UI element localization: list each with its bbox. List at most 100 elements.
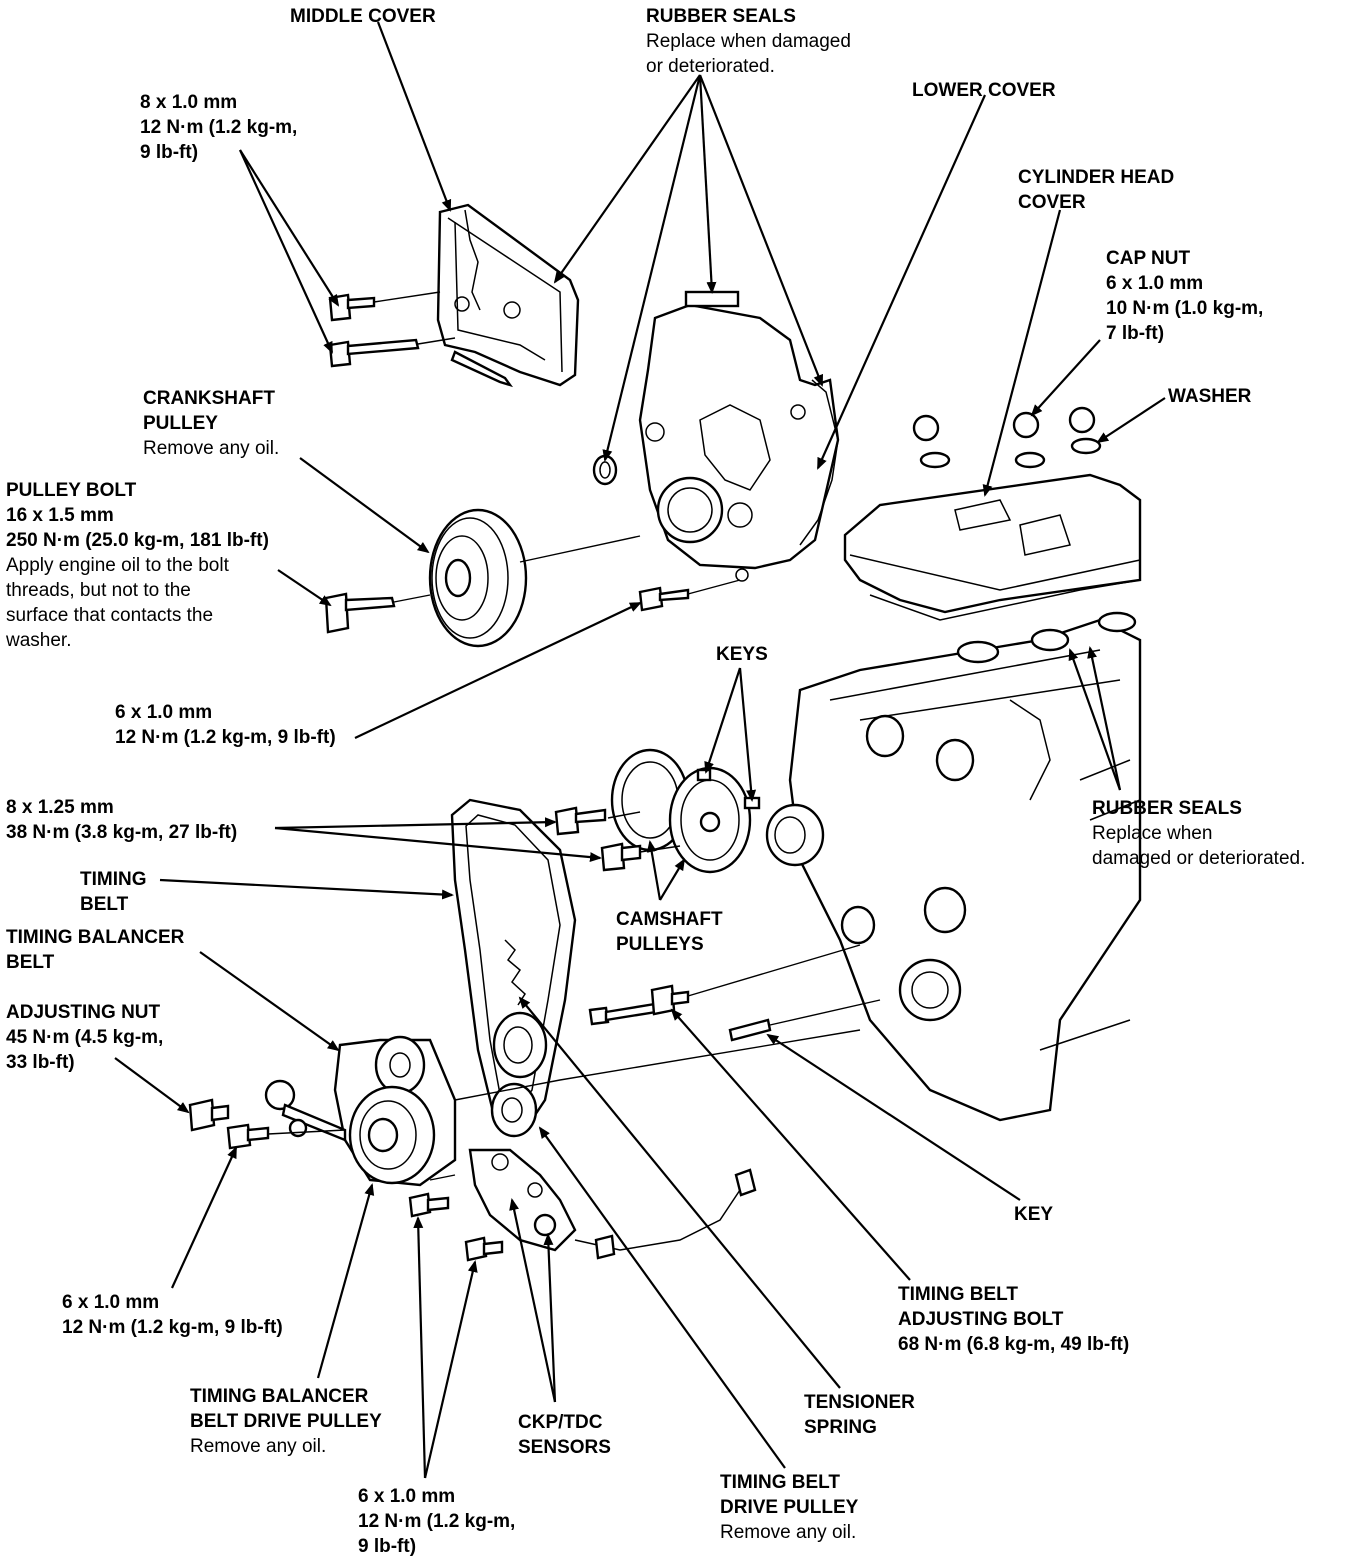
pulley-bolt-spec: 16 x 1.5 mm bbox=[6, 505, 114, 526]
bolt-torque: 12 N·m (1.2 kg-m, 9 lb-ft) bbox=[115, 727, 336, 748]
bolt-torque: 9 lb-ft) bbox=[358, 1536, 417, 1557]
timing-balancer-belt-label: TIMING BALANCER bbox=[6, 927, 185, 948]
pulley-bolt-note: Apply engine oil to the bolt bbox=[6, 555, 229, 576]
engine-block-drawing bbox=[765, 611, 1142, 1122]
crankshaft-pulley-title: CRANKSHAFT bbox=[143, 388, 275, 409]
ckp-tdc-sensors-label: SENSORS bbox=[518, 1437, 611, 1458]
crankshaft-pulley-drawing bbox=[428, 508, 528, 648]
lower-cover-label: LOWER COVER bbox=[912, 80, 1056, 101]
crankshaft-pulley-note: Remove any oil. bbox=[143, 438, 280, 459]
cap-nut-torque: 7 lb-ft) bbox=[1106, 323, 1165, 344]
leader-lines bbox=[114, 21, 1166, 1479]
camshaft-pulleys-label: CAMSHAFT bbox=[616, 909, 723, 930]
pulley-bolt-note: surface that contacts the bbox=[6, 605, 214, 626]
rubber-seals-note: Replace when bbox=[1092, 823, 1213, 844]
timing-belt-label: BELT bbox=[80, 894, 129, 915]
label-bolt-6x1-mid: 6 x 1.0 mm 12 N·m (1.2 kg-m, 9 lb-ft) bbox=[115, 700, 336, 750]
tensioner-spring-label: SPRING bbox=[804, 1417, 877, 1438]
timing-balancer-belt-label: BELT bbox=[6, 952, 55, 973]
adjusting-bolt-label: ADJUSTING BOLT bbox=[898, 1309, 1064, 1330]
pulley-bolt-drawing bbox=[324, 592, 396, 634]
balancer-drive-pulley-title: TIMING BALANCER bbox=[190, 1386, 369, 1407]
belt-drive-pulley-note: Remove any oil. bbox=[720, 1522, 857, 1543]
key-label: KEY bbox=[1014, 1204, 1054, 1225]
label-cylinder-head-cover: CYLINDER HEAD COVER bbox=[1018, 165, 1174, 215]
label-middle-cover: MIDDLE COVER bbox=[290, 4, 436, 29]
middle-cover-drawing bbox=[436, 203, 580, 388]
tensioner-spring-label: TENSIONER bbox=[804, 1392, 915, 1413]
label-keys: KEYS bbox=[716, 642, 768, 667]
rubber-seals-note: Replace when damaged bbox=[646, 31, 851, 52]
label-rubber-seals-top: RUBBER SEALS Replace when damaged or det… bbox=[646, 4, 851, 79]
bolt-torque: 12 N·m (1.2 kg-m, bbox=[140, 117, 298, 138]
label-crankshaft-pulley: CRANKSHAFT PULLEY Remove any oil. bbox=[143, 386, 279, 461]
rubber-seals-note: damaged or deteriorated. bbox=[1092, 848, 1306, 869]
belt-drive-pulley-title: DRIVE PULLEY bbox=[720, 1497, 859, 1518]
label-washer: WASHER bbox=[1168, 384, 1251, 409]
label-timing-belt: TIMING BELT bbox=[80, 867, 147, 917]
lower-cover-drawing bbox=[592, 290, 840, 582]
cap-nut-label: CAP NUT bbox=[1106, 248, 1191, 269]
label-bolt-8x1: 8 x 1.0 mm 12 N·m (1.2 kg-m, 9 lb-ft) bbox=[140, 90, 297, 165]
label-balancer-drive-pulley: TIMING BALANCER BELT DRIVE PULLEY Remove… bbox=[190, 1384, 382, 1459]
label-timing-belt-drive-pulley: TIMING BELT DRIVE PULLEY Remove any oil. bbox=[720, 1470, 858, 1545]
timing-belt-label: TIMING bbox=[80, 869, 147, 890]
adjusting-nut-torque: 33 lb-ft) bbox=[6, 1052, 75, 1073]
bolt-torque: 9 lb-ft) bbox=[140, 142, 199, 163]
ckp-tdc-sensors-label: CKP/TDC bbox=[518, 1412, 603, 1433]
label-timing-balancer-belt: TIMING BALANCER BELT bbox=[6, 925, 184, 975]
balancer-drive-pulley-title: BELT DRIVE PULLEY bbox=[190, 1411, 382, 1432]
label-cap-nut: CAP NUT 6 x 1.0 mm 10 N·m (1.0 kg-m, 7 l… bbox=[1106, 246, 1263, 346]
pulley-bolt-note: threads, but not to the bbox=[6, 580, 191, 601]
cylinder-head-cover-label: CYLINDER HEAD bbox=[1018, 167, 1175, 188]
label-lower-cover: LOWER COVER bbox=[912, 78, 1056, 103]
label-rubber-seals-right: RUBBER SEALS Replace when damaged or det… bbox=[1092, 796, 1305, 871]
cap-nut-spec: 6 x 1.0 mm bbox=[1106, 273, 1204, 294]
pulley-bolt-torque: 250 N·m (25.0 kg-m, 181 lb-ft) bbox=[6, 530, 269, 551]
bolt-spec: 6 x 1.0 mm bbox=[358, 1486, 456, 1507]
label-pulley-bolt: PULLEY BOLT 16 x 1.5 mm 250 N·m (25.0 kg… bbox=[6, 478, 269, 653]
adjusting-nut-label: ADJUSTING NUT bbox=[6, 1002, 161, 1023]
label-ckp-tdc-sensors: CKP/TDC SENSORS bbox=[518, 1410, 611, 1460]
label-adjusting-nut: ADJUSTING NUT 45 N·m (4.5 kg-m, 33 lb-ft… bbox=[6, 1000, 163, 1075]
bolt-torque: 12 N·m (1.2 kg-m, bbox=[358, 1511, 516, 1532]
pulley-bolt-note: washer. bbox=[6, 630, 72, 651]
label-bolt-6x1-bottom: 6 x 1.0 mm 12 N·m (1.2 kg-m, 9 lb-ft) bbox=[358, 1484, 515, 1559]
camshaft-pulleys-label: PULLEYS bbox=[616, 934, 704, 955]
bolt-spec: 8 x 1.0 mm bbox=[140, 92, 238, 113]
label-bolt-8x125: 8 x 1.25 mm 38 N·m (3.8 kg-m, 27 lb-ft) bbox=[6, 795, 237, 845]
timing-belt-drawing bbox=[450, 798, 772, 1138]
label-bolt-6x1-left: 6 x 1.0 mm 12 N·m (1.2 kg-m, 9 lb-ft) bbox=[62, 1290, 283, 1340]
ckp-tdc-sensors-drawing bbox=[408, 1148, 757, 1262]
bolt-spec: 6 x 1.0 mm bbox=[115, 702, 213, 723]
belt-drive-pulley-title: TIMING BELT bbox=[720, 1472, 840, 1493]
middle-cover-label: MIDDLE COVER bbox=[290, 6, 436, 27]
balancer-drive-pulley-note: Remove any oil. bbox=[190, 1436, 327, 1457]
rubber-seals-title: RUBBER SEALS bbox=[1092, 798, 1242, 819]
bolt-torque: 12 N·m (1.2 kg-m, 9 lb-ft) bbox=[62, 1317, 283, 1338]
cylinder-head-cover-label: COVER bbox=[1018, 192, 1086, 213]
timing-balancer-belt-drawing bbox=[188, 1035, 457, 1187]
label-tensioner-spring: TENSIONER SPRING bbox=[804, 1390, 915, 1440]
alignment-lines bbox=[267, 291, 881, 1181]
adjusting-nut-torque: 45 N·m (4.5 kg-m, bbox=[6, 1027, 164, 1048]
crankshaft-pulley-title: PULLEY bbox=[143, 413, 218, 434]
rubber-seals-note: or deteriorated. bbox=[646, 56, 775, 77]
bolt-spec: 8 x 1.25 mm bbox=[6, 797, 114, 818]
adjusting-bolt-label: TIMING BELT bbox=[898, 1284, 1018, 1305]
cylinder-head-cover-drawing bbox=[843, 406, 1142, 621]
camshaft-pulleys-drawing bbox=[554, 748, 761, 874]
label-key: KEY bbox=[1014, 1202, 1053, 1227]
small-bolts-drawing bbox=[328, 293, 690, 612]
cap-nut-torque: 10 N·m (1.0 kg-m, bbox=[1106, 298, 1264, 319]
rubber-seals-title: RUBBER SEALS bbox=[646, 6, 796, 27]
bolt-spec: 6 x 1.0 mm bbox=[62, 1292, 160, 1313]
washer-label: WASHER bbox=[1168, 386, 1252, 407]
pulley-bolt-title: PULLEY BOLT bbox=[6, 480, 137, 501]
adjusting-bolt-torque: 68 N·m (6.8 kg-m, 49 lb-ft) bbox=[898, 1334, 1130, 1355]
label-camshaft-pulleys: CAMSHAFT PULLEYS bbox=[616, 907, 723, 957]
label-timing-belt-adjusting-bolt: TIMING BELT ADJUSTING BOLT 68 N·m (6.8 k… bbox=[898, 1282, 1129, 1357]
bolt-torque: 38 N·m (3.8 kg-m, 27 lb-ft) bbox=[6, 822, 238, 843]
keys-label: KEYS bbox=[716, 644, 768, 665]
